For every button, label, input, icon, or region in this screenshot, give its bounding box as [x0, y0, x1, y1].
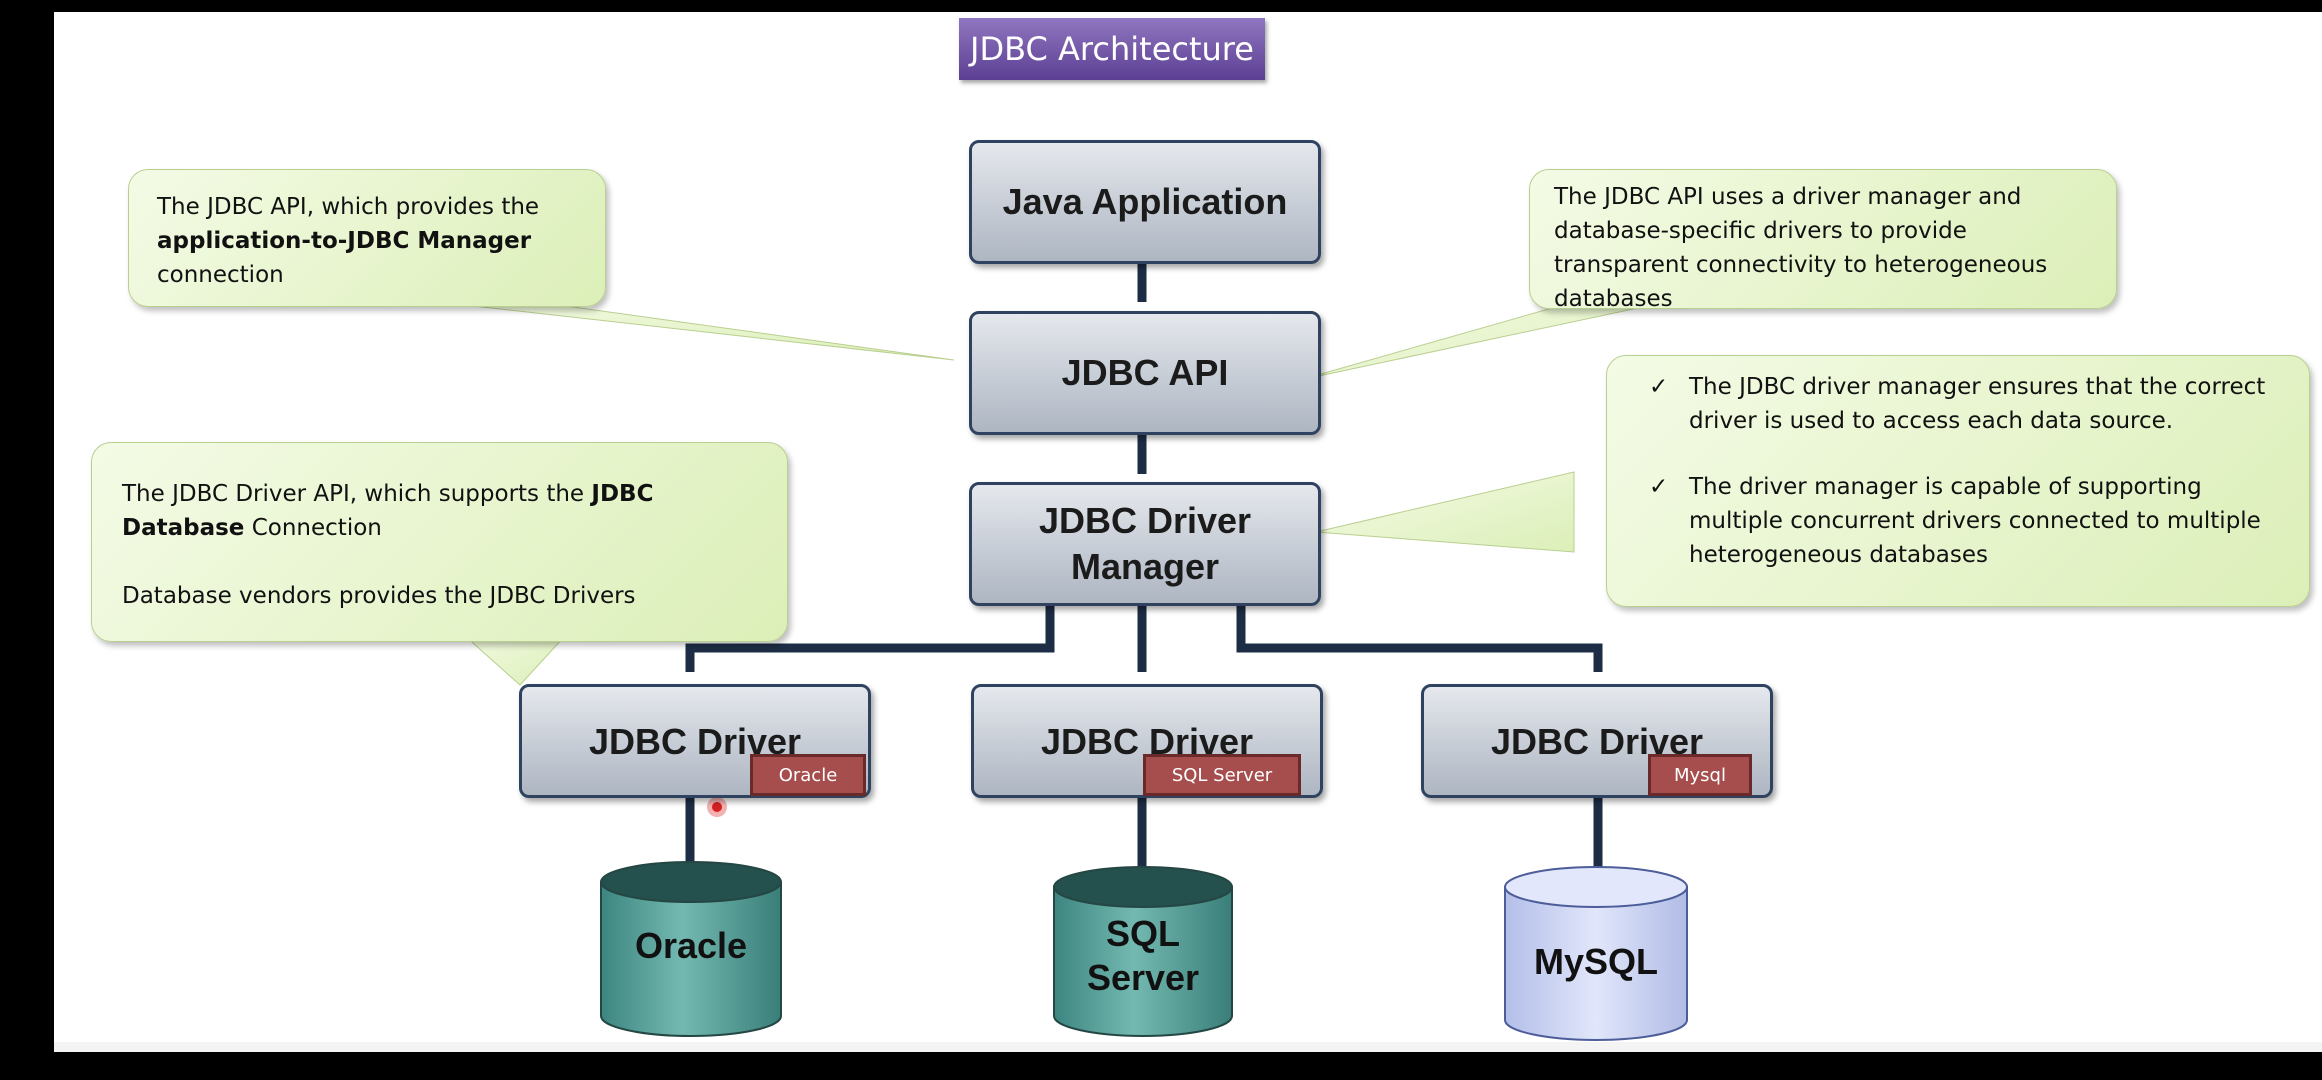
node-label-line-1: JDBC Driver [1038, 500, 1252, 541]
node-label: JDBC API [1061, 352, 1229, 393]
callout-paragraph: The JDBC Driver API, which supports the … [122, 477, 757, 545]
slide-bottom-strip [54, 1042, 2322, 1052]
callout-jdbc-api-connection: The JDBC API, which provides the applica… [128, 169, 606, 307]
callout-text: The JDBC Driver API, which supports the [122, 481, 592, 507]
pointer-dot-icon [707, 797, 727, 817]
driver-tag-sql-server: SQL Server [1143, 754, 1301, 796]
database-label-line-1: SQL [1105, 913, 1180, 954]
connector-lines [685, 244, 1603, 870]
mysql-database-icon [1504, 866, 1688, 1041]
callout-bold-text: application-to-JDBC Manager [157, 228, 532, 254]
callout-driver-manager-description: The JDBC API uses a driver manager and d… [1529, 169, 2117, 312]
slide-canvas: JDBC Architecture The JDBC API, which pr… [54, 12, 2322, 1042]
feature-text: The driver manager is capable of support… [1689, 474, 2261, 568]
diagram-title: JDBC Architecture [959, 18, 1265, 80]
feature-item: ✓ The driver manager is capable of suppor… [1645, 470, 2273, 572]
node-label-line-2: Manager [1070, 546, 1220, 587]
database-label-sql-server: SQL Server [1054, 912, 1232, 1000]
callout-driver-api: The JDBC Driver API, which supports the … [91, 442, 788, 642]
feature-text: The JDBC driver manager ensures that the… [1689, 374, 2266, 434]
driver-tag-oracle: Oracle [750, 754, 866, 796]
database-label-line-2: Server [1086, 957, 1200, 998]
callout-text-end: connection [157, 262, 284, 288]
database-label-oracle: Oracle [601, 924, 781, 968]
diagram-graphics [383, 244, 1695, 1041]
callout-text-end: Connection [244, 515, 382, 541]
callout-driver-manager-features: ✓ The JDBC driver manager ensures that th… [1606, 355, 2310, 607]
callout-text: The JDBC API uses a driver manager and d… [1554, 184, 2048, 312]
sql-server-database-icon [1053, 866, 1233, 1037]
callout-bold-text: JDBC Database [122, 481, 654, 541]
feature-item: ✓ The JDBC driver manager ensures that th… [1645, 370, 2273, 438]
java-application-node: Java Application [969, 140, 1321, 264]
database-label-line-1: MySQL [1533, 941, 1658, 982]
callout-paragraph-2: Database vendors provides the JDBC Drive… [122, 583, 636, 609]
jdbc-api-node: JDBC API [969, 311, 1321, 435]
driver-tag-mysql: Mysql [1648, 754, 1752, 796]
checkmark-icon: ✓ [1649, 474, 1669, 500]
oracle-database-icon [600, 861, 782, 1037]
database-label-mysql: MySQL [1505, 940, 1687, 984]
node-label: Java Application [1002, 181, 1288, 222]
database-label-line-1: Oracle [634, 925, 748, 966]
callout-text: The JDBC API, which provides the [157, 194, 540, 220]
driver-manager-node: JDBC Driver Manager [969, 482, 1321, 606]
checkmark-icon: ✓ [1649, 374, 1669, 400]
callout-tail-right-mid [1315, 471, 1575, 553]
